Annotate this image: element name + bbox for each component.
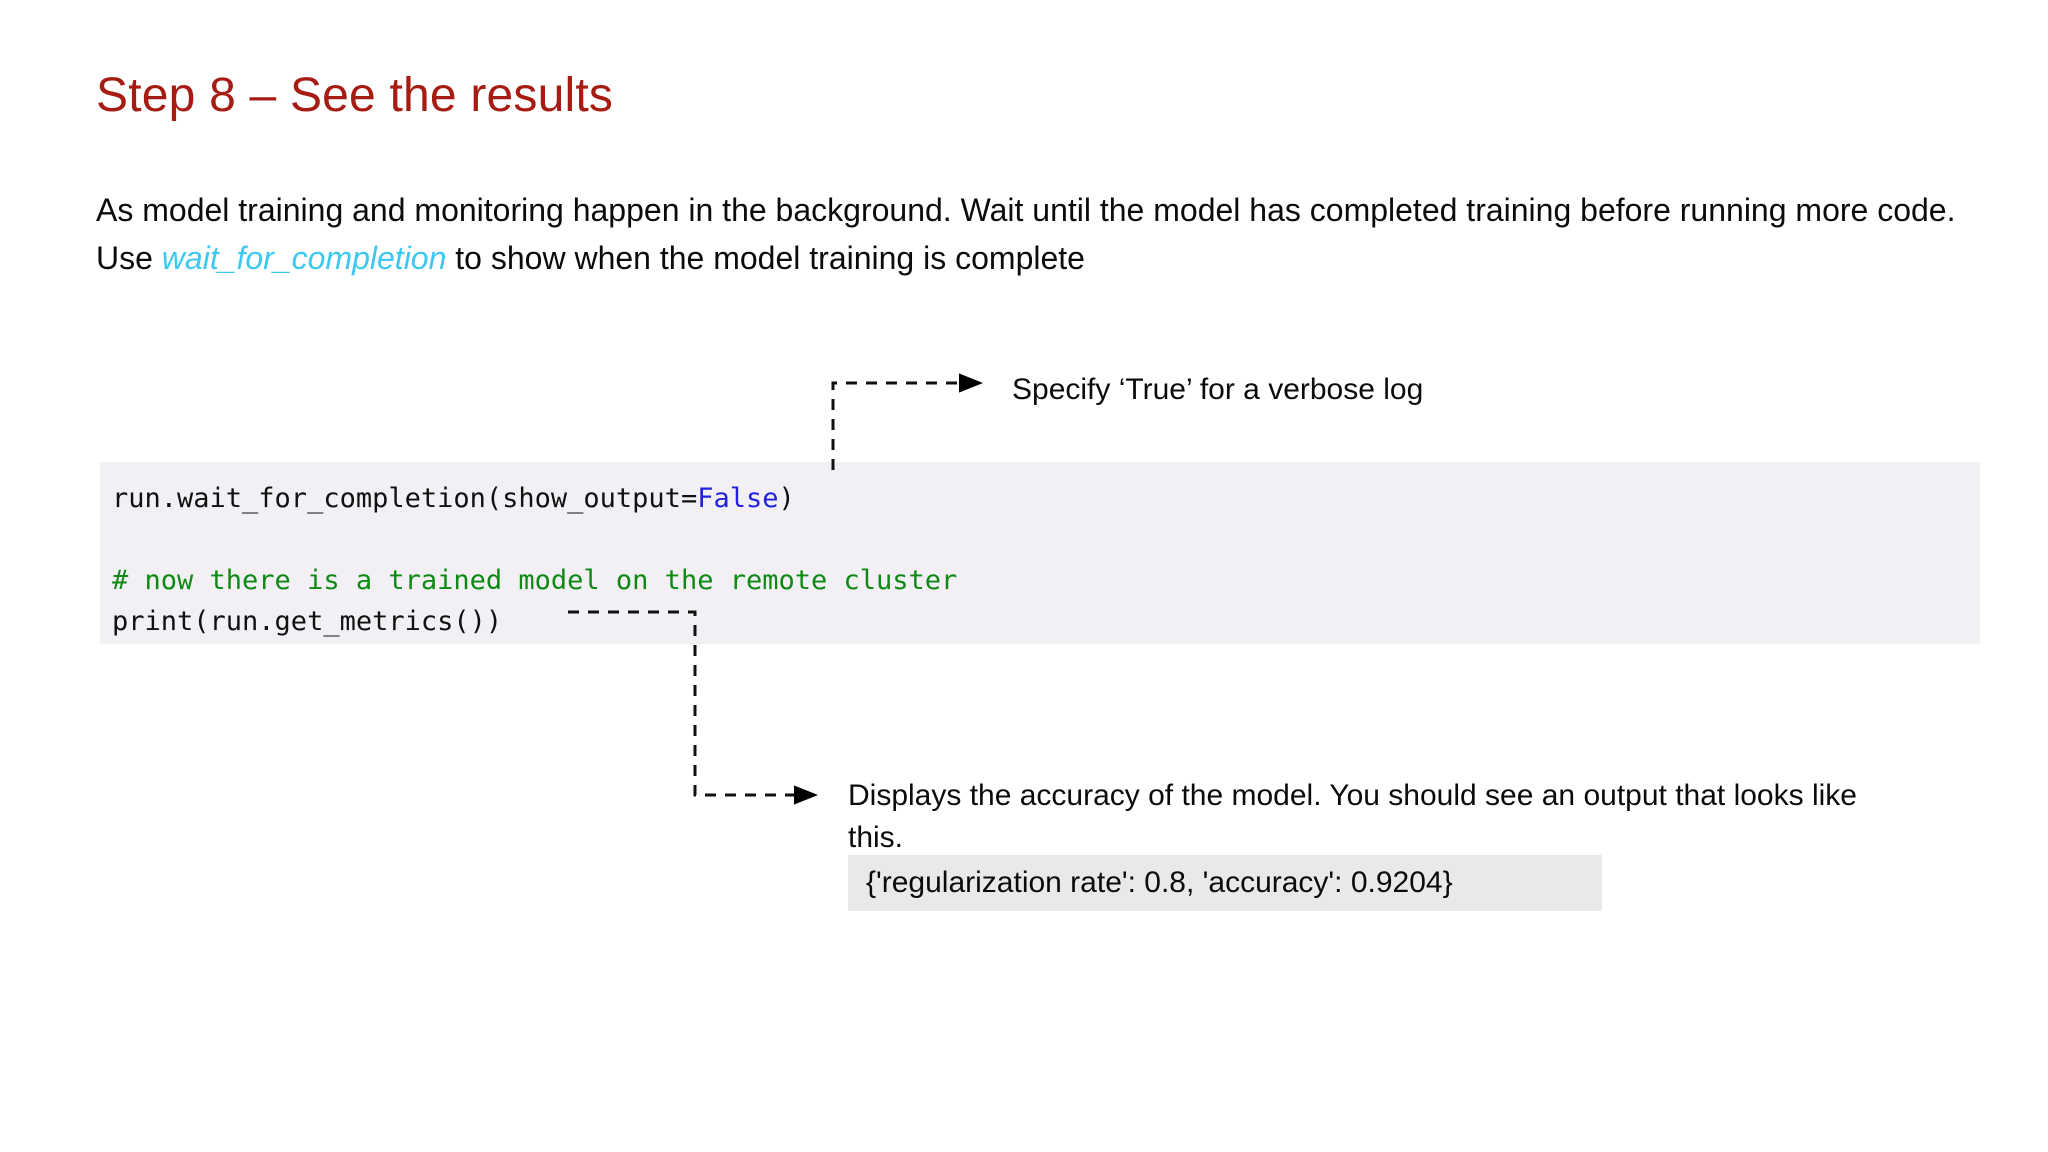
intro-text-after: to show when the model training is compl… [446,240,1085,276]
code-text: run.wait_for_completion(show_output=Fals… [112,478,957,642]
code-comment-line: # now there is a trained model on the re… [112,565,958,596]
code-token-false: False [697,483,779,514]
output-sample-text: {'regularization rate': 0.8, 'accuracy':… [866,866,1453,899]
page-title: Step 8 – See the results [96,69,614,122]
code-print-line: print(run.get_metrics()) [112,606,503,637]
callout-top-label: Specify ‘True’ for a verbose log [1012,373,1424,406]
intro-code-term: wait_for_completion [161,240,447,276]
callout-bottom-label: Displays the accuracy of the model. You … [848,779,1857,854]
code-line-1-before: run.wait_for_completion(show_output= [112,483,698,514]
intro-text-before: As model training and monitoring happen … [96,192,1956,276]
code-block: run.wait_for_completion(show_output=Fals… [100,462,1980,644]
connector-top-callout [831,373,983,470]
intro-paragraph: As model training and monitoring happen … [96,186,1996,282]
code-line-1-after: ) [778,483,795,514]
output-sample-box: {'regularization rate': 0.8, 'accuracy':… [848,855,1602,911]
